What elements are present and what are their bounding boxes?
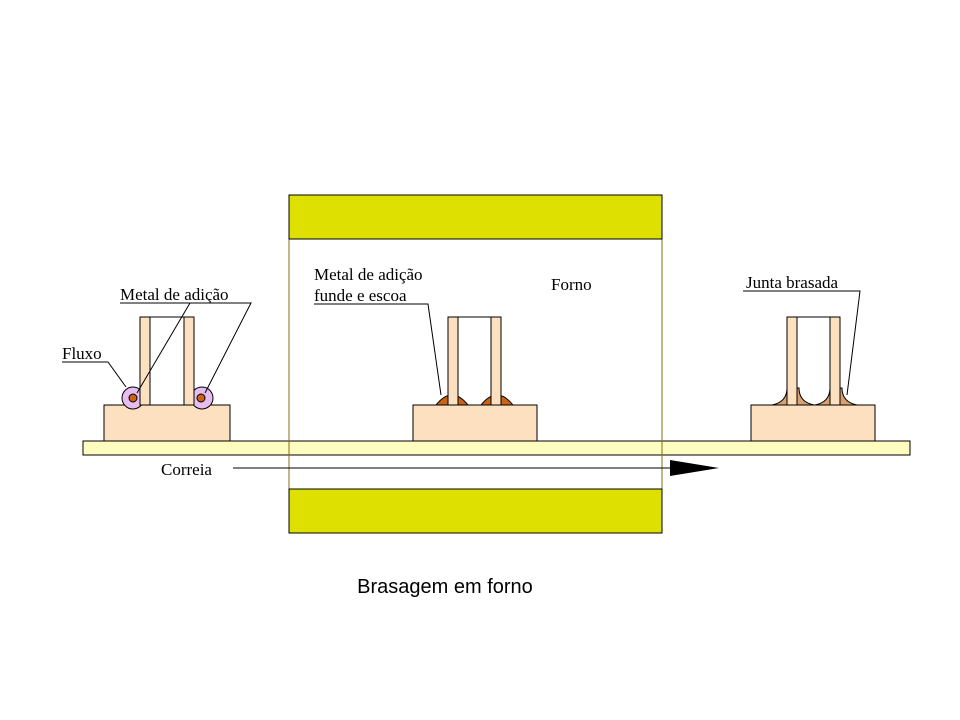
vertical-plate-right [490,316,502,406]
part-inside-furnace [412,316,538,442]
leader-metal-funde [314,303,442,396]
label-fluxo: Fluxo [62,344,102,363]
filler-ring-left [128,393,138,403]
part-after-furnace [750,316,876,442]
furnace-bottom-wall [288,488,663,534]
base-block [103,404,231,442]
label-metal-funde-line1: Metal de adição [314,265,423,284]
furnace-top-wall [288,194,663,240]
leader-metal-adicao [120,302,252,394]
leader-fluxo [62,361,127,388]
figure-caption: Brasagem em forno [357,576,533,598]
vertical-plate-right [829,316,841,406]
label-metal-funde-line2: funde e escoa [314,286,407,305]
label-junta-brasada: Junta brasada [746,273,839,292]
vertical-plate-left [447,316,459,406]
label-correia: Correia [161,460,212,479]
base-block [412,404,538,442]
vertical-plate-right [183,316,195,406]
leader-metal-adicao-left [136,302,191,394]
label-forno: Forno [551,275,592,294]
base-block [750,404,876,442]
vertical-plate-left [786,316,798,406]
label-metal-adicao: Metal de adição [120,285,229,304]
vertical-plate-left [139,316,151,406]
belt-direction-arrowhead [670,460,719,476]
furnace-outline [288,194,663,534]
leader-junta-brasada [743,290,861,396]
conveyor-belt [82,440,911,456]
part-before-furnace [103,316,231,442]
filler-ring-right [196,393,206,403]
